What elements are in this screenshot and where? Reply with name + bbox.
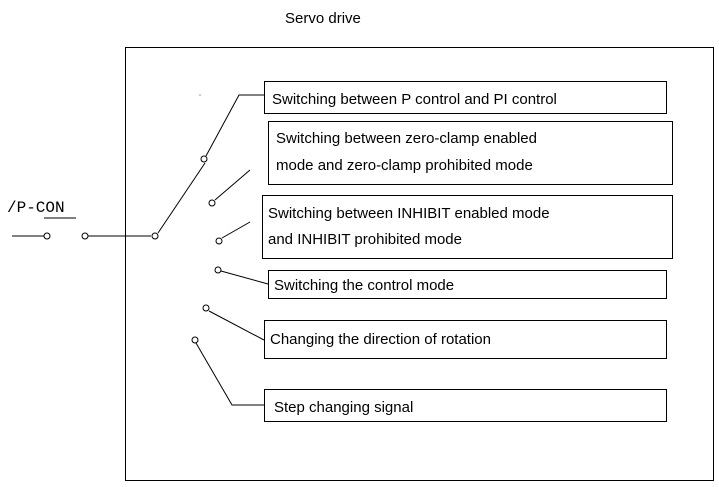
selector-lead-2 bbox=[214, 169, 251, 201]
function-label-zero-clamp-line1: Switching between zero-clamp enabled bbox=[276, 130, 537, 147]
function-label-inhibit-line1: Switching between INHIBIT enabled mode bbox=[268, 205, 550, 222]
selector-contact-6 bbox=[191, 336, 199, 344]
function-box-zero-clamp bbox=[268, 121, 673, 185]
selector-lead-6 bbox=[195, 342, 264, 406]
function-label-zero-clamp-line2: mode and zero-clamp prohibited mode bbox=[276, 157, 533, 174]
selector-lead-4 bbox=[220, 270, 269, 285]
selector-common-terminal bbox=[151, 232, 159, 240]
function-box-rotation-direction bbox=[264, 320, 667, 359]
selector-contact-1 bbox=[200, 155, 208, 163]
function-box-inhibit bbox=[262, 195, 673, 259]
function-label-inhibit-line2: and INHIBIT prohibited mode bbox=[268, 231, 462, 248]
selector-contact-5 bbox=[202, 304, 210, 312]
selector-contact-2 bbox=[208, 199, 216, 207]
selector-lead-5 bbox=[208, 310, 265, 341]
selector-contact-3 bbox=[215, 237, 223, 245]
function-label-p-pi-control: Switching between P control and PI contr… bbox=[272, 91, 557, 108]
diagram-title: Servo drive bbox=[285, 10, 361, 27]
function-box-p-pi-control bbox=[264, 81, 667, 114]
selector-contact-4 bbox=[214, 266, 222, 274]
p-con-contact-right bbox=[81, 232, 89, 240]
function-box-step-changing bbox=[264, 389, 667, 422]
selector-switch-arm bbox=[157, 162, 206, 234]
p-con-label: /P-CON bbox=[7, 199, 65, 217]
servo-drive-enclosure bbox=[125, 47, 714, 481]
selector-lead-1 bbox=[205, 94, 264, 157]
p-con-contact-left bbox=[43, 232, 51, 240]
function-label-rotation-direction: Changing the direction of rotation bbox=[270, 331, 491, 348]
function-label-step-changing: Step changing signal bbox=[274, 399, 413, 416]
function-label-control-mode: Switching the control mode bbox=[274, 277, 454, 294]
selector-lead-3 bbox=[221, 221, 251, 239]
function-box-control-mode bbox=[268, 270, 667, 299]
